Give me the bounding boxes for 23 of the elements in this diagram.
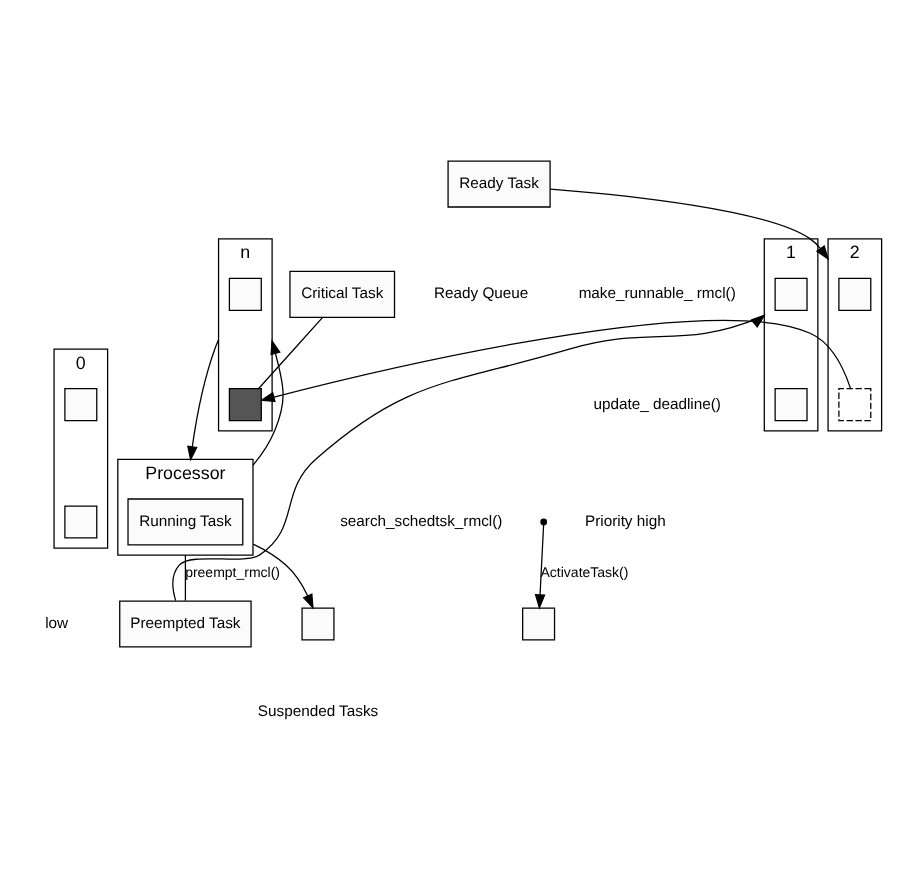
node-box bbox=[774, 388, 808, 422]
node-box bbox=[228, 388, 262, 422]
node-box bbox=[838, 388, 872, 422]
arrow bbox=[252, 543, 314, 610]
node-box bbox=[301, 607, 335, 641]
node-box bbox=[838, 277, 872, 311]
connector bbox=[258, 316, 324, 390]
node-box bbox=[522, 607, 556, 641]
arrow bbox=[252, 339, 284, 466]
arrow bbox=[187, 339, 220, 462]
arrow bbox=[259, 320, 852, 403]
node-box bbox=[64, 388, 98, 422]
arrow bbox=[549, 188, 830, 261]
arrow bbox=[534, 524, 546, 610]
arrow bbox=[172, 314, 766, 602]
cluster: 2 bbox=[827, 238, 883, 432]
node-box bbox=[64, 505, 98, 539]
cluster: 1 bbox=[763, 238, 819, 432]
cluster: n bbox=[217, 238, 273, 432]
node-box bbox=[774, 277, 808, 311]
node-box bbox=[228, 277, 262, 311]
cluster: 0 bbox=[53, 348, 109, 549]
connector bbox=[184, 554, 187, 602]
